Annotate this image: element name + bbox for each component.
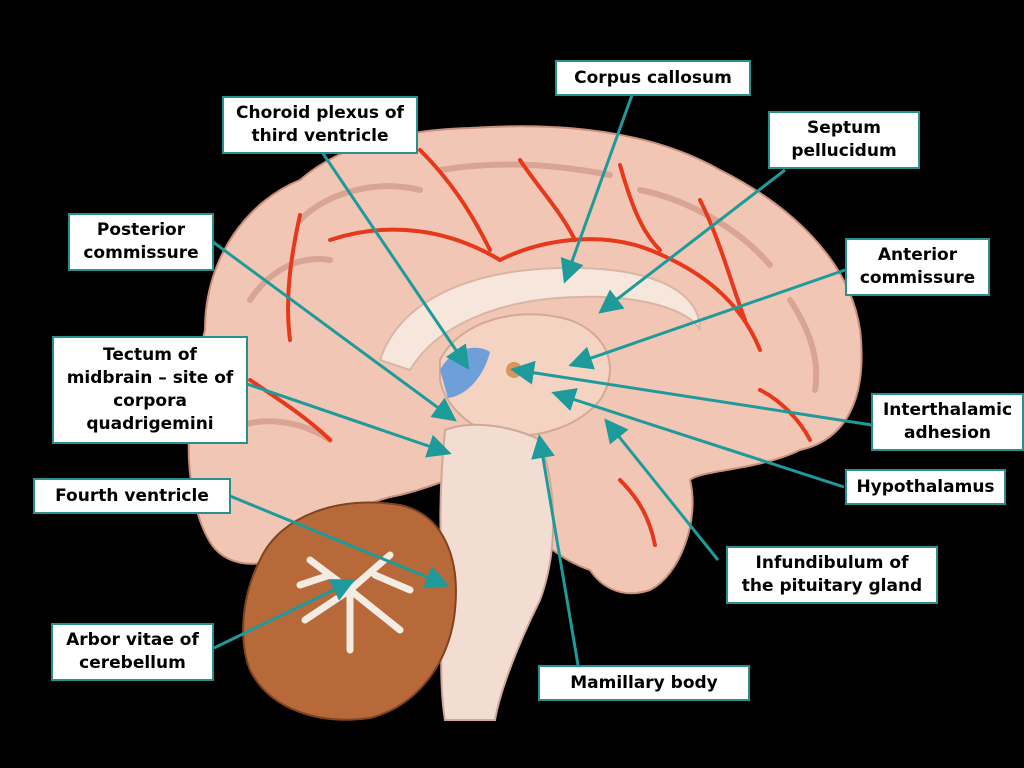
leader-infundibulum (604, 418, 720, 561)
label-line: commissure (83, 243, 199, 263)
label-line: third ventricle (251, 126, 389, 146)
label-hypothalamus: Hypothalamus (845, 469, 1006, 505)
label-line: Septum (807, 118, 881, 138)
label-fourth-ventricle: Fourth ventricle (33, 478, 231, 514)
label-infundibulum: Infundibulum of the pituitary gland (726, 546, 938, 604)
label-line: pellucidum (791, 141, 897, 161)
label-line: Choroid plexus of (236, 103, 404, 123)
arteries (248, 148, 812, 547)
label-line: cerebellum (79, 653, 186, 673)
label-line: Arbor vitae of (66, 630, 199, 650)
label-line: commissure (859, 268, 976, 288)
label-line: Tectum of (103, 345, 197, 365)
label-line: Fourth ventricle (55, 485, 209, 506)
label-line: Posterior (96, 220, 186, 240)
label-line: quadrigemini (86, 414, 214, 434)
label-corpus-callosum: Corpus callosum (555, 60, 751, 96)
leader-mamillary-body (531, 434, 580, 666)
label-line: Infundibulum of (755, 553, 909, 573)
label-line: adhesion (903, 423, 991, 443)
leader-arbor-vitae (213, 579, 356, 650)
label-septum-pellucidum: Septum pellucidum (768, 111, 920, 169)
leader-fourth-ventricle (229, 494, 450, 589)
leader-hypothalamus (551, 388, 845, 489)
label-anterior-commissure: Anterior commissure (845, 238, 990, 296)
arbor-vitae (296, 551, 414, 654)
leader-interthalamic-adhesion (510, 360, 873, 427)
label-line: Interthalamic (882, 400, 1013, 420)
leader-anterior-commissure (568, 268, 846, 370)
label-tectum: Tectum of midbrain – site of corpora qua… (52, 336, 248, 444)
label-posterior-commissure: Posterior commissure (68, 213, 214, 271)
label-line: Hypothalamus (856, 476, 995, 497)
label-line: Anterior (877, 245, 958, 265)
leader-corpus-callosum (560, 94, 634, 284)
label-mamillary-body: Mamillary body (538, 665, 750, 701)
leader-posterior-commissure (212, 240, 457, 422)
leader-choroid-plexus (320, 151, 470, 370)
label-line: the pituitary gland (741, 576, 923, 596)
gyri (227, 161, 820, 443)
leader-tectum (246, 382, 452, 458)
label-choroid-plexus: Choroid plexus of third ventricle (222, 96, 418, 154)
label-line: corpora (113, 391, 187, 411)
label-arbor-vitae: Arbor vitae of cerebellum (51, 623, 214, 681)
label-line: midbrain – site of (66, 368, 234, 388)
label-line: Corpus callosum (574, 67, 732, 88)
label-interthalamic-adhesion: Interthalamic adhesion (871, 393, 1024, 451)
leader-septum-pellucidum (598, 168, 786, 314)
label-line: Mamillary body (570, 672, 718, 693)
